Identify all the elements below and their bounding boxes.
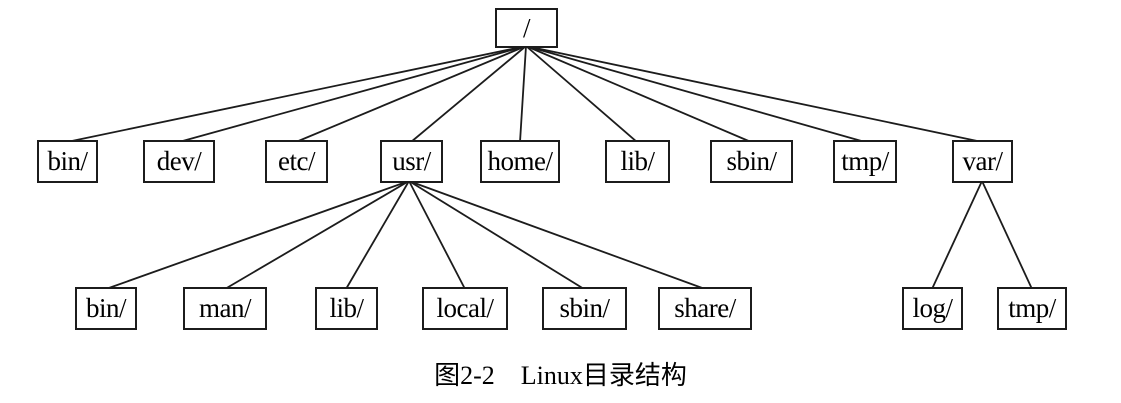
node-var-tmp: tmp/	[997, 287, 1067, 330]
node-usr: usr/	[380, 140, 443, 183]
node-usr-sbin: sbin/	[542, 287, 627, 330]
node-lib: lib/	[605, 140, 670, 183]
node-usr-share: share/	[658, 287, 752, 330]
node-dev: dev/	[143, 140, 215, 183]
figure-caption-title: Linux目录结构	[520, 361, 687, 390]
node-var: var/	[952, 140, 1013, 183]
figure-caption-number: 图2-2	[434, 361, 495, 390]
node-bin: bin/	[37, 140, 98, 183]
node-root: /	[495, 8, 558, 48]
node-tmp: tmp/	[833, 140, 897, 183]
node-usr-local: local/	[422, 287, 508, 330]
node-sbin: sbin/	[710, 140, 793, 183]
node-etc: etc/	[265, 140, 328, 183]
figure-caption: 图2-2 Linux目录结构	[0, 355, 1121, 392]
node-usr-bin: bin/	[75, 287, 137, 330]
node-usr-man: man/	[183, 287, 267, 330]
node-usr-lib: lib/	[315, 287, 378, 330]
node-var-log: log/	[902, 287, 963, 330]
node-home: home/	[480, 140, 560, 183]
